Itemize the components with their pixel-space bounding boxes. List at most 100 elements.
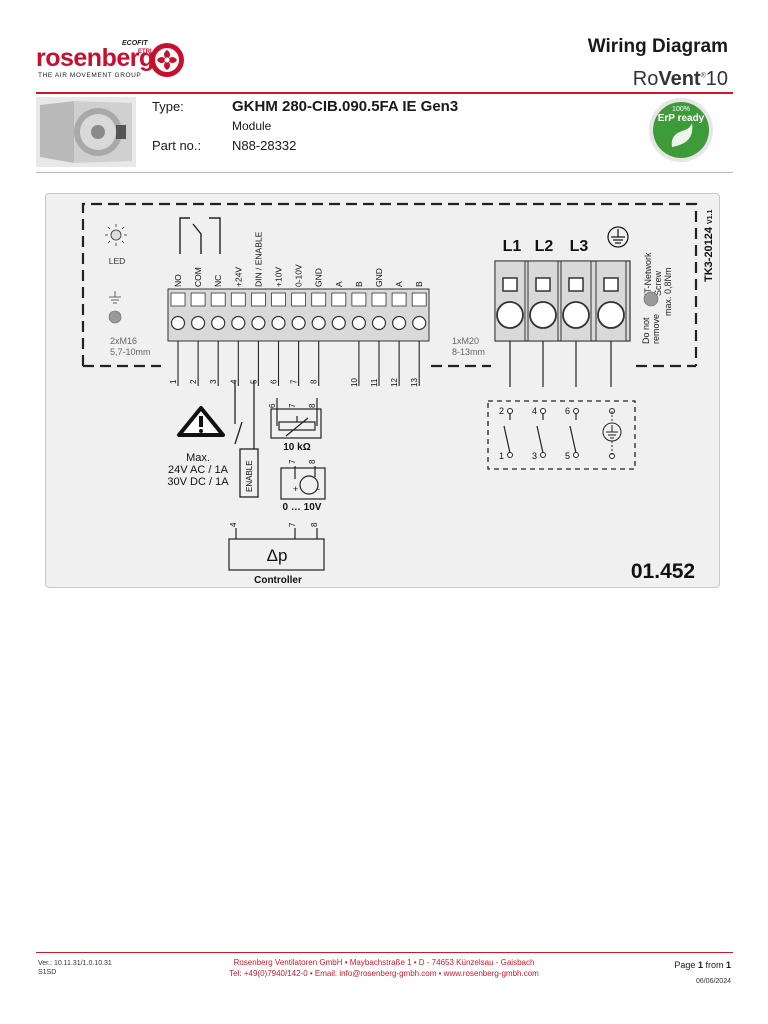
switch-bottom-number: 5 [565, 451, 570, 461]
terminal-label: GND [374, 268, 384, 287]
it-network-screw-indicator [643, 291, 659, 307]
led-label: LED [109, 256, 126, 266]
terminal-slot [170, 292, 186, 307]
power-square [568, 277, 584, 292]
led-icon [105, 224, 127, 246]
page-label: Page [674, 960, 696, 970]
power-screw [597, 301, 625, 329]
remove-label: remove [651, 314, 661, 344]
terminal-screw [271, 315, 286, 331]
info-divider [36, 172, 733, 173]
gland-left-range: 5,7-10mm [110, 347, 151, 357]
footer-contact: Tel: +49(0)7940/142-0 • Email: info@rose… [229, 969, 539, 978]
footer-page: Page 1 from 1 [674, 960, 731, 970]
type-label: Type: [152, 99, 184, 114]
terminal-screw [351, 315, 366, 331]
controller-terminal-8: 8 [310, 522, 319, 527]
volt-terminal-8: 8 [308, 459, 317, 464]
main-switch-box [487, 400, 636, 470]
power-square [603, 277, 619, 292]
switch-lever [536, 425, 544, 454]
voltage-source-icon [280, 466, 326, 500]
type-value: GKHM 280-CIB.090.5FA IE Gen3 [232, 98, 459, 115]
tk-version: V1.1 [707, 209, 714, 224]
power-slot [527, 260, 559, 342]
terminal-slot [271, 292, 286, 307]
terminal-screw [251, 315, 266, 331]
footer-version: Ver.: 10.11.31/1.0.10.31 [38, 960, 112, 967]
power-screw [529, 301, 557, 329]
terminal-number: 12 [390, 378, 399, 387]
terminal-number: 8 [310, 379, 319, 384]
warning-line-3: 30V DC / 1A [167, 476, 229, 488]
terminal-slot [351, 292, 367, 307]
terminal-slot [250, 292, 266, 307]
protective-earth-icon [607, 226, 629, 248]
terminal-number: 2 [189, 379, 198, 384]
switch-bottom-number: 3 [532, 451, 537, 461]
terminal-label: +24V [233, 267, 243, 287]
controller-terminal-4: 4 [229, 522, 238, 527]
switch-top-number: 6 [565, 406, 570, 416]
terminal-slot [190, 292, 206, 307]
power-label-l1: L1 [503, 238, 522, 255]
terminal-label: COM [193, 267, 203, 287]
terminal-label: +10V [274, 267, 284, 287]
switch-contact-bottom [507, 452, 513, 458]
gland-right-range: 8-13mm [452, 347, 485, 357]
controller-symbol: Δp [267, 546, 288, 565]
terminal-screw [211, 315, 226, 331]
header-divider [36, 92, 733, 94]
terminal-screw [231, 315, 246, 331]
erp-ready-badge: 100% ErP ready [648, 97, 714, 163]
volt-polarity-minus: - [317, 484, 320, 494]
warning-icon [177, 406, 225, 437]
power-screw [562, 301, 590, 329]
terminal-number: 10 [350, 378, 359, 387]
erp-percent: 100% [672, 106, 690, 113]
terminal-number: 4 [229, 379, 238, 384]
pot-terminal-8: 8 [308, 403, 317, 408]
tk-label: TK3-20124 [703, 226, 715, 282]
gland-left-size: 2xM16 [110, 336, 137, 346]
switch-contact-bottom [573, 452, 579, 458]
terminal-label: A [334, 281, 344, 287]
terminal-label: NO [173, 274, 183, 287]
power-square [502, 277, 518, 292]
gland-right-size: 1xM20 [452, 336, 479, 346]
terminal-slot [230, 292, 246, 307]
pot-terminal-7: 7 [288, 403, 297, 408]
terminal-slot [311, 292, 327, 307]
enable-switch-icon [234, 381, 259, 498]
relay-contact-icon [179, 217, 221, 254]
switch-bottom-number: 1 [499, 451, 504, 461]
terminal-screw [331, 315, 346, 331]
footer-divider [36, 952, 733, 953]
fan-logo-icon [150, 43, 184, 77]
footer-date: 06/06/2024 [695, 978, 731, 985]
terminal-screw [392, 315, 407, 331]
terminal-number: 1 [169, 379, 178, 384]
controller-icon [228, 528, 325, 571]
terminal-screw [291, 315, 306, 331]
terminal-number: 13 [410, 378, 419, 387]
part-value: N88-28332 [232, 138, 297, 153]
switch-contact-top [573, 408, 579, 414]
terminal-label: B [354, 281, 364, 287]
logo-badge-top: ECOFIT [122, 40, 148, 47]
terminal-screw [412, 315, 427, 331]
terminal-screw [371, 315, 387, 331]
it-network-label: IT-Network [643, 252, 653, 296]
warning-line-2: 24V AC / 1A [168, 464, 229, 476]
terminal-slot [411, 292, 427, 307]
product-photo [36, 97, 136, 167]
switch-lever [503, 425, 511, 454]
it-network-screw: Screw [653, 270, 663, 296]
switch-contact-top [507, 408, 513, 414]
terminal-screws [170, 292, 427, 331]
switch-lever [569, 425, 577, 454]
switch-contact-top [540, 408, 546, 414]
